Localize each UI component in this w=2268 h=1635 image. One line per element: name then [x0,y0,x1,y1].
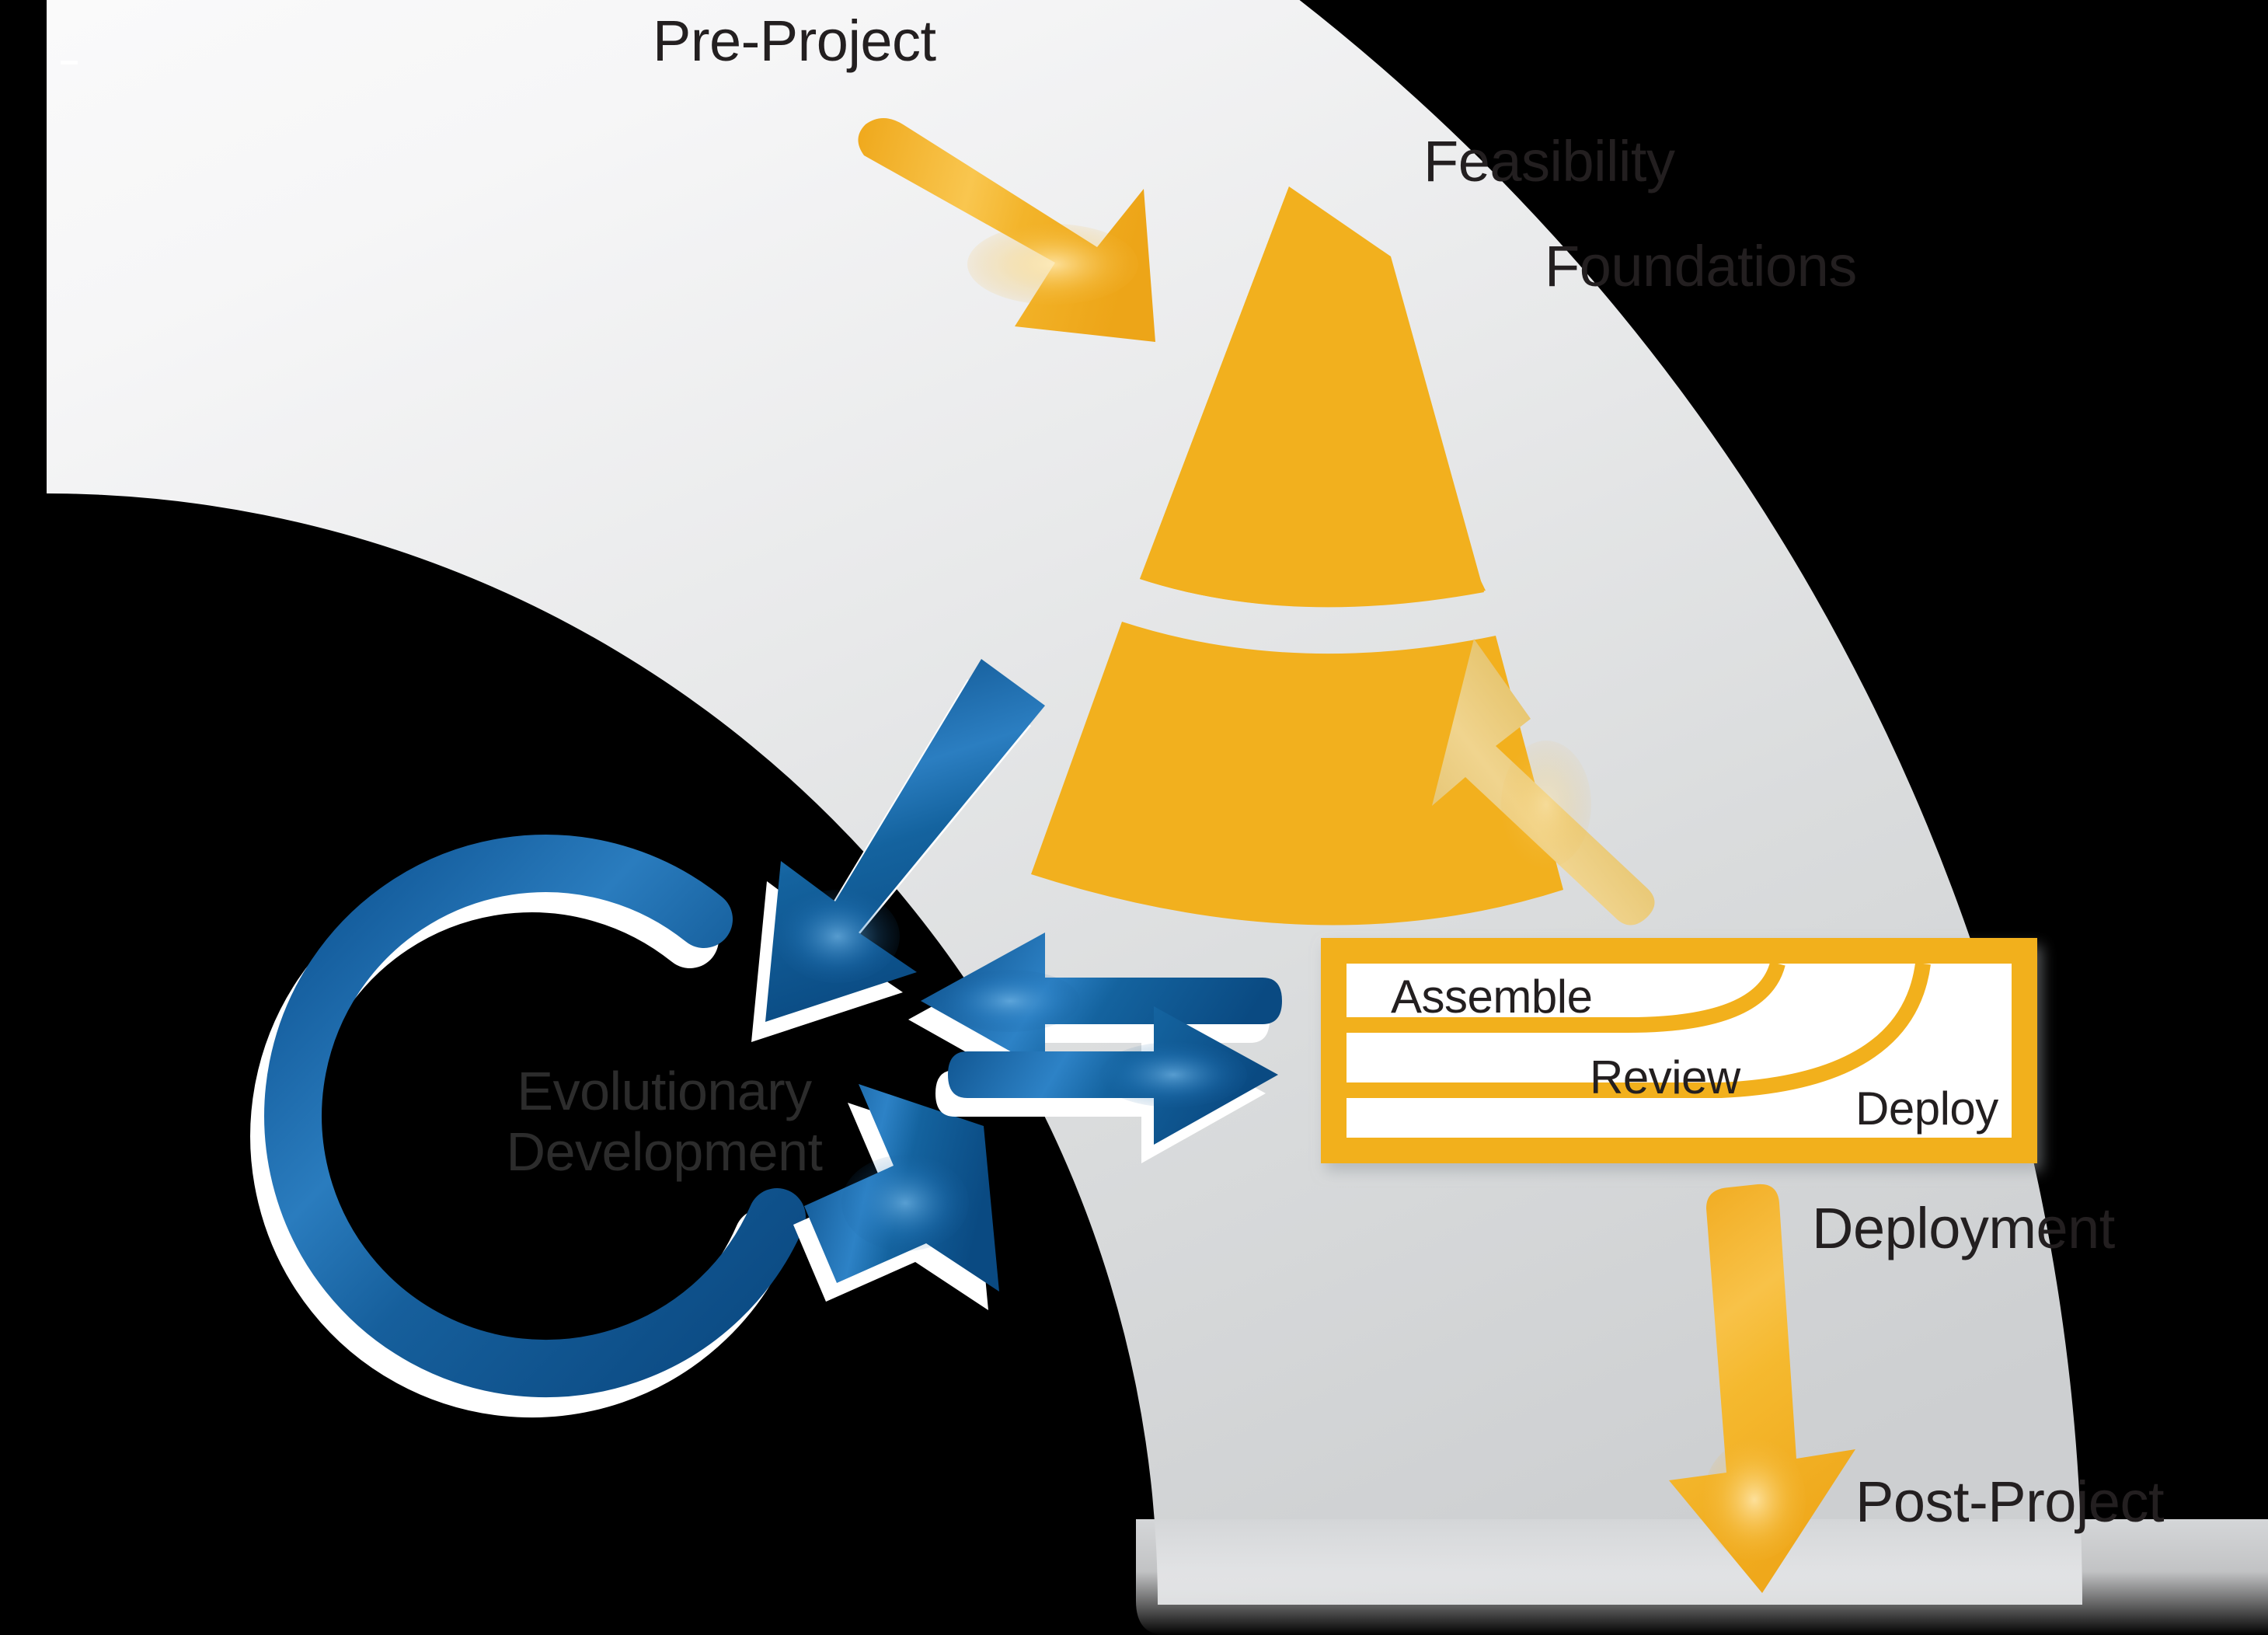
foundations-feedback-arrow [1432,639,1655,926]
label-evolutionary-development: Evolutionary Development [497,1061,831,1183]
label-post-project: Post-Project [1855,1469,2165,1534]
label-feasibility: Feasibility [1423,129,1675,193]
evolutionary-development-line2: Development [506,1121,823,1183]
label-review: Review [1590,1051,1740,1103]
label-pre-project: Pre-Project [653,9,936,73]
deployment-box [1321,938,2037,1163]
label-deployment: Deployment [1812,1196,2115,1260]
pre-project-arrow [858,118,1155,342]
evolutionary-development-cycle-arrow [250,835,999,1418]
label-foundations: Foundations [1545,234,1857,298]
post-project-arrow [1669,1184,1855,1593]
into-evolutionary-development-arrow [751,659,1045,1042]
foundations-segment [1031,622,1563,926]
label-deploy: Deploy [1855,1082,1998,1135]
label-assemble: Assemble [1391,971,1593,1023]
feasibility-segment [1140,187,1486,608]
evolutionary-development-line1: Evolutionary [517,1061,812,1121]
registration-mark [61,61,78,64]
shell-reflection [1136,1519,2268,1635]
evolutionary-development-outbound-arrow [935,1006,1278,1163]
